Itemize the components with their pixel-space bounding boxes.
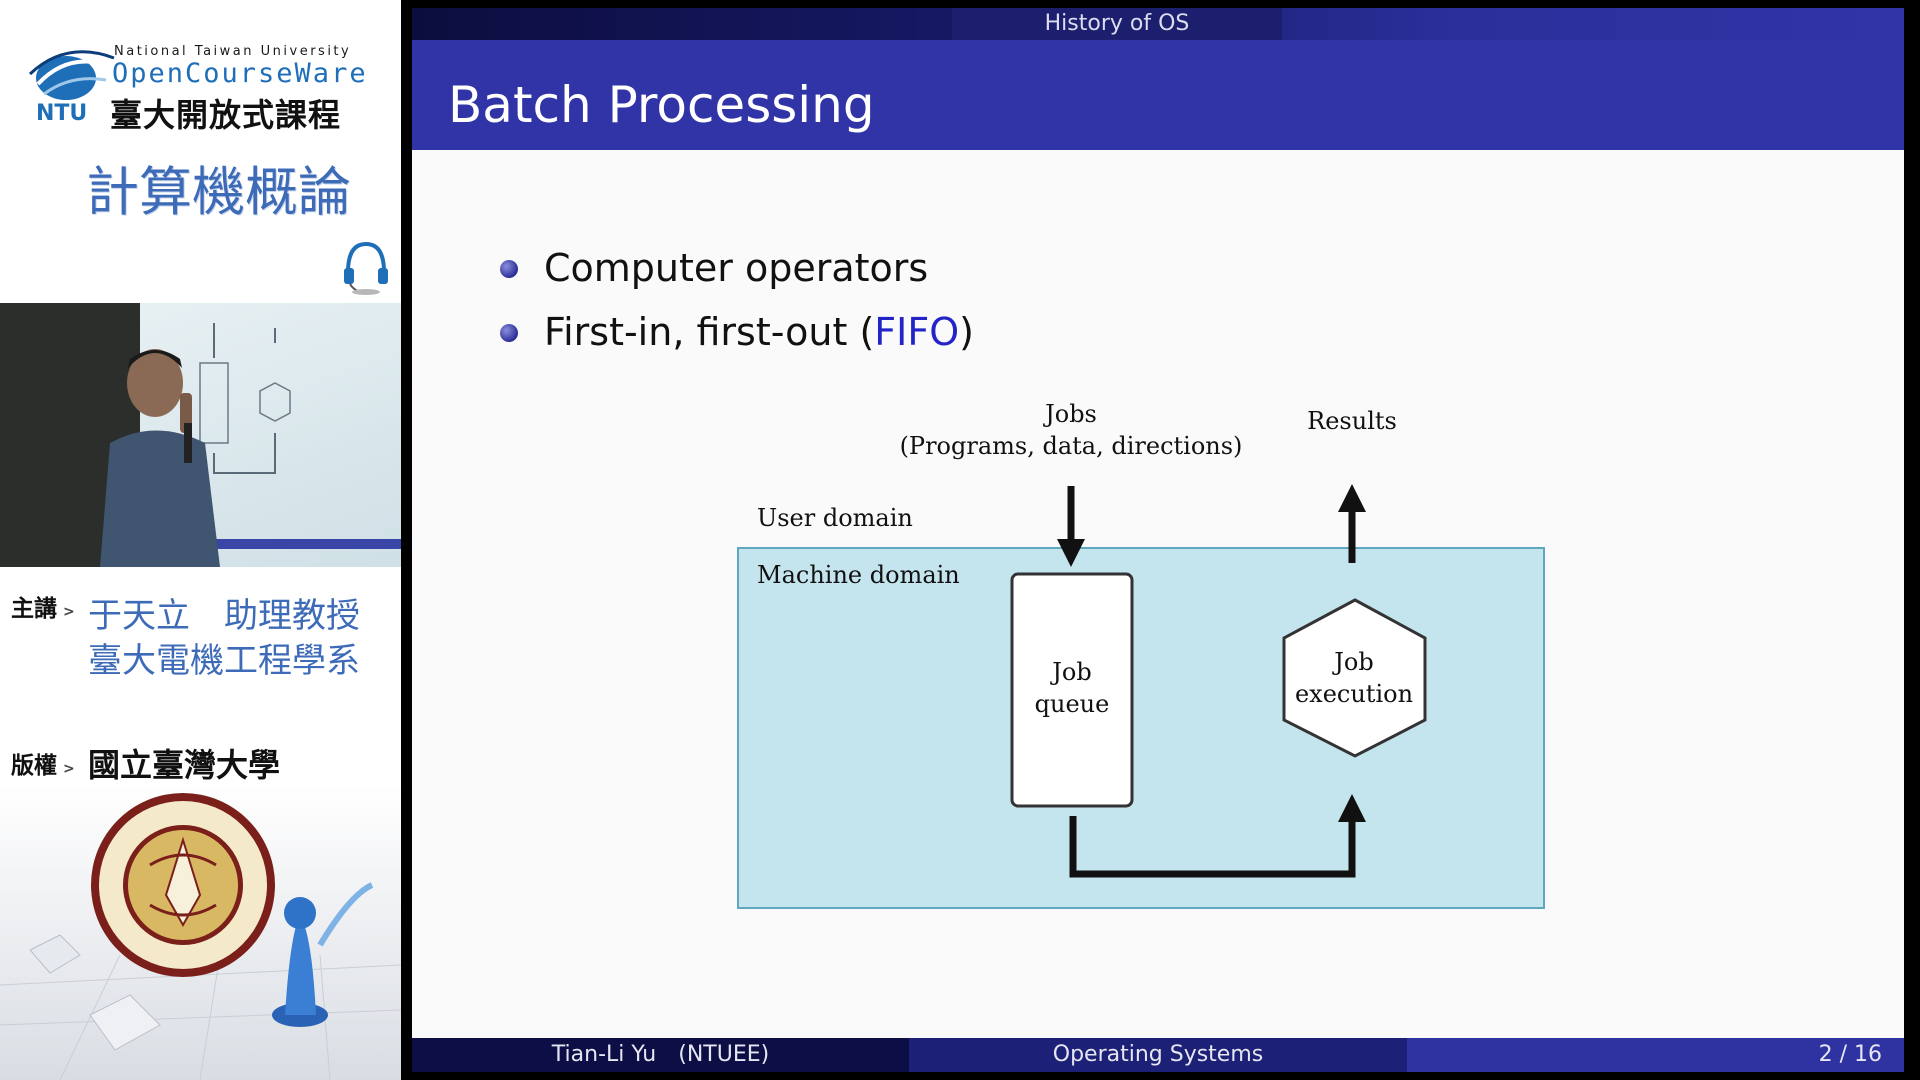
bullet-list: Computer operators First-in, first-out (… <box>500 236 974 364</box>
job-execution-hexagon <box>1282 598 1427 758</box>
page-number-text: 2 / 16 <box>1818 1042 1882 1067</box>
job-execution-label-line2: execution <box>1295 680 1413 708</box>
bullet-dot-icon <box>500 260 518 278</box>
job-execution-label-line1: Job <box>1331 648 1373 676</box>
bullet-dot-icon <box>500 324 518 342</box>
slide-header: Batch Processing <box>412 40 1904 150</box>
bullet-text: Computer operators <box>544 246 929 290</box>
footer-author: Tian-Li Yu (NTUEE) <box>412 1038 909 1072</box>
copyright-tag: 版權 > <box>11 746 75 780</box>
course-title: 計算機概論 <box>86 162 351 223</box>
section-label: History of OS <box>952 8 1282 40</box>
instructor-department: 臺大電機工程學系 <box>88 641 360 681</box>
machine-domain-label: Machine domain <box>757 561 960 589</box>
ntu-ocw-logo: NTU National Taiwan University OpenCours… <box>26 40 376 135</box>
projected-footer-bar <box>140 539 401 549</box>
ocw-label: OpenCourseWare <box>112 58 368 89</box>
bullet-text-suffix: ) <box>959 310 974 354</box>
caret-right-icon: > <box>63 761 75 777</box>
bullet-item: Computer operators <box>500 236 974 300</box>
caret-right-icon: > <box>63 604 75 620</box>
headset-icon <box>344 241 388 295</box>
copyright-info: 版權 > 國立臺灣大學 <box>0 740 401 784</box>
projected-diagram-sketch <box>199 323 291 474</box>
slide-title: Batch Processing <box>448 76 875 134</box>
job-queue-label-line1: Job <box>1049 658 1091 686</box>
slide-footer: Tian-Li Yu (NTUEE) Operating Systems 2 /… <box>412 1038 1904 1072</box>
slide-top-bar: History of OS <box>412 8 1904 40</box>
batch-processing-diagram: Jobs (Programs, data, directions) Result… <box>737 400 1545 909</box>
queue-to-execution-arrow <box>1069 794 1366 878</box>
ntu-seal-decoration <box>0 785 401 1080</box>
university-name-en: National Taiwan University <box>114 44 352 59</box>
svg-text:NTU: NTU <box>36 101 87 124</box>
instructor-tag: 主講 > <box>11 589 75 623</box>
user-domain-label: User domain <box>757 504 913 532</box>
results-label: Results <box>1307 407 1397 435</box>
machine-domain-box <box>737 547 1545 909</box>
jobs-label: Jobs <box>1042 400 1097 428</box>
instructor-tag-text: 主講 <box>11 596 57 622</box>
ocw-side-panel: NTU National Taiwan University OpenCours… <box>0 0 401 1080</box>
job-queue-box <box>1010 572 1134 808</box>
bullet-text: First-in, first-out ( <box>544 310 875 354</box>
presenter-figure <box>100 349 220 567</box>
presenter-video[interactable] <box>0 303 401 567</box>
copyright-tag-text: 版權 <box>11 753 57 779</box>
ntu-globe-icon: NTU <box>28 50 115 124</box>
footer-page-number: 2 / 16 <box>1407 1038 1904 1072</box>
footer-course: Operating Systems <box>909 1038 1407 1072</box>
lecture-slide: History of OS Batch Processing Computer … <box>412 8 1904 1072</box>
fifo-highlight: FIFO <box>874 310 960 354</box>
instructor-name: 于天立 助理教授 <box>88 596 360 636</box>
copyright-owner: 國立臺灣大學 <box>88 746 281 784</box>
instructor-info: 主講 > 于天立 助理教授 臺大電機工程學系 <box>0 583 401 681</box>
jobs-sublabel: (Programs, data, directions) <box>900 432 1243 460</box>
job-queue-label-line2: queue <box>1035 690 1110 718</box>
ocw-label-cn: 臺大開放式課程 <box>110 96 342 134</box>
bullet-item: First-in, first-out (FIFO) <box>500 300 974 364</box>
